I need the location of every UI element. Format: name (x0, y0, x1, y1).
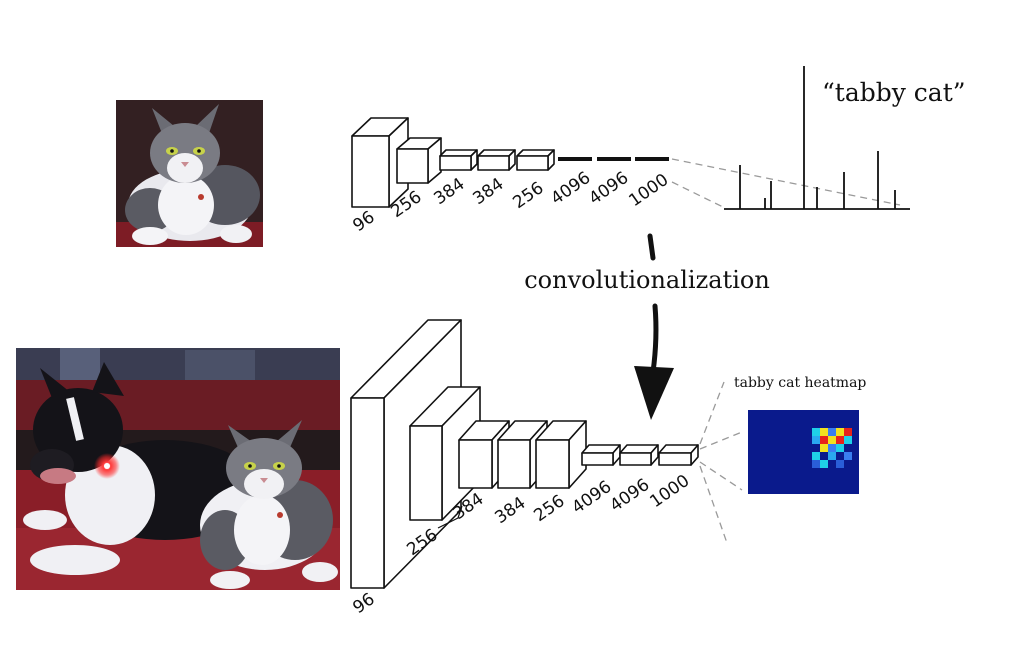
heatmap-label: tabby cat heatmap (734, 375, 866, 391)
bottom-layer-4096b-box (619, 444, 659, 466)
bottom-layer-256b-box (535, 420, 587, 489)
bottom-network (350, 319, 699, 589)
bottom-layer-96-box (350, 319, 462, 589)
top-label-4096a: 4096 (547, 168, 594, 209)
dog-and-cat-photo (16, 348, 340, 590)
bottom-label-ticks (437, 505, 463, 529)
bottom-label-384b: 384 (491, 493, 529, 528)
bottom-label-1000: 1000 (646, 471, 693, 512)
top-label-1000: 1000 (625, 170, 672, 211)
bottom-layer-1000-box (658, 444, 699, 466)
bottom-label-96: 96 (349, 589, 378, 618)
top-layer-256-box (396, 137, 442, 184)
bottom-layer-384a-box (458, 420, 510, 489)
top-label-4096b: 4096 (585, 168, 632, 209)
output-label: “tabby cat” (822, 78, 966, 107)
top-layer-384b-box (477, 149, 516, 171)
output-histogram (724, 66, 910, 210)
cat-photo (116, 100, 263, 247)
top-layer-256b-box (516, 149, 555, 171)
top-network (351, 117, 555, 208)
bottom-layer-4096a-box (581, 444, 621, 466)
top-label-384b: 384 (469, 174, 507, 209)
top-label-96: 96 (349, 207, 378, 236)
bottom-label-256b: 256 (530, 491, 568, 526)
transform-label: convolutionalization (524, 266, 770, 294)
arrow-down-icon (634, 233, 674, 420)
top-layer-384a-box (439, 149, 478, 171)
top-label-384a: 384 (430, 174, 468, 209)
top-label-256b: 256 (509, 178, 547, 213)
bottom-connectors (699, 381, 743, 544)
top-connectors (671, 158, 901, 209)
heatmap (748, 410, 859, 494)
